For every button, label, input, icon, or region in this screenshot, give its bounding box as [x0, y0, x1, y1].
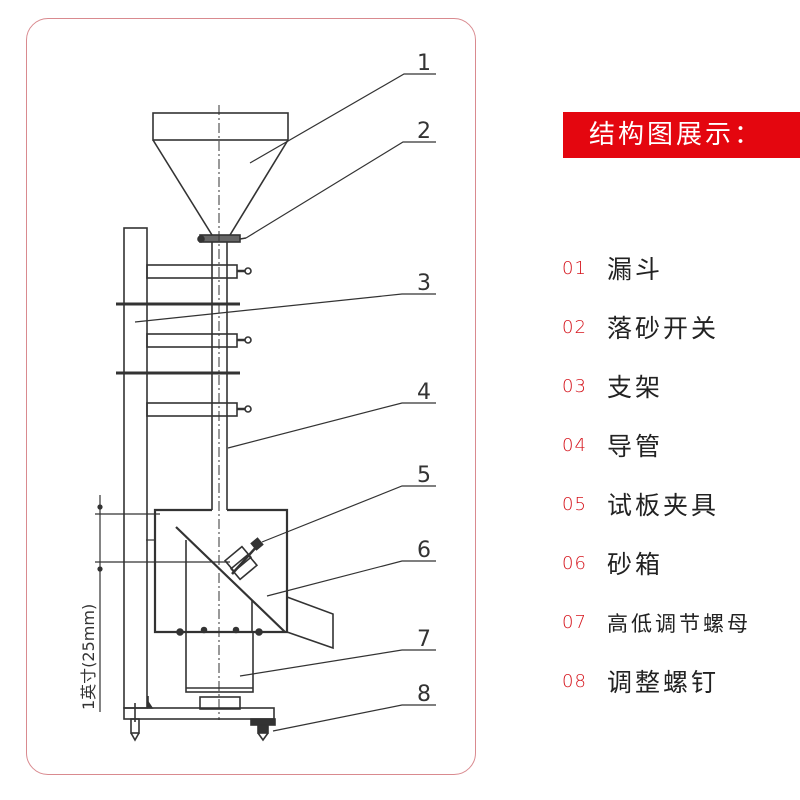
stand	[116, 227, 252, 709]
legend-number: 05	[562, 494, 587, 515]
dimension-label: 1英寸(25mm)	[79, 604, 98, 710]
callout-1: 1	[417, 51, 431, 76]
legend-number: 03	[562, 376, 587, 397]
callout-8: 8	[417, 682, 431, 707]
legend-number: 02	[562, 317, 587, 338]
legend-label: 落砂开关	[607, 314, 720, 343]
legend-number: 01	[562, 258, 587, 279]
callout-6: 6	[417, 538, 431, 563]
adjust-nut	[185, 631, 254, 710]
legend-number: 04	[562, 435, 587, 456]
legend-number: 08	[562, 671, 587, 692]
guide-tube	[211, 242, 228, 510]
leader-lines	[134, 73, 436, 732]
funnel	[152, 112, 289, 236]
callout-5: 5	[417, 463, 431, 488]
legend-number: 06	[562, 553, 587, 574]
legend-label: 漏斗	[607, 255, 664, 284]
legend-number: 07	[562, 612, 587, 633]
legend-label: 砂箱	[607, 550, 664, 579]
sand-box	[153, 508, 334, 650]
callout-3: 3	[417, 271, 431, 296]
diagram-card	[26, 18, 476, 775]
sand-valve	[197, 234, 247, 243]
callout-4: 4	[417, 380, 431, 405]
legend-label: 试板夹具	[607, 491, 720, 520]
test-plate-clamp	[223, 537, 264, 581]
legend-label: 导管	[607, 432, 664, 461]
dimension-marks	[95, 495, 230, 712]
legend-label: 调整螺钉	[607, 668, 720, 697]
legend-label: 支架	[607, 373, 664, 402]
legend-label: 高低调节螺母	[607, 612, 751, 636]
section-title: 结构图展示：	[589, 120, 764, 150]
section-title-banner: 结构图展示：	[563, 112, 800, 158]
base	[123, 696, 276, 742]
callout-7: 7	[417, 627, 431, 652]
callout-2: 2	[417, 119, 431, 144]
